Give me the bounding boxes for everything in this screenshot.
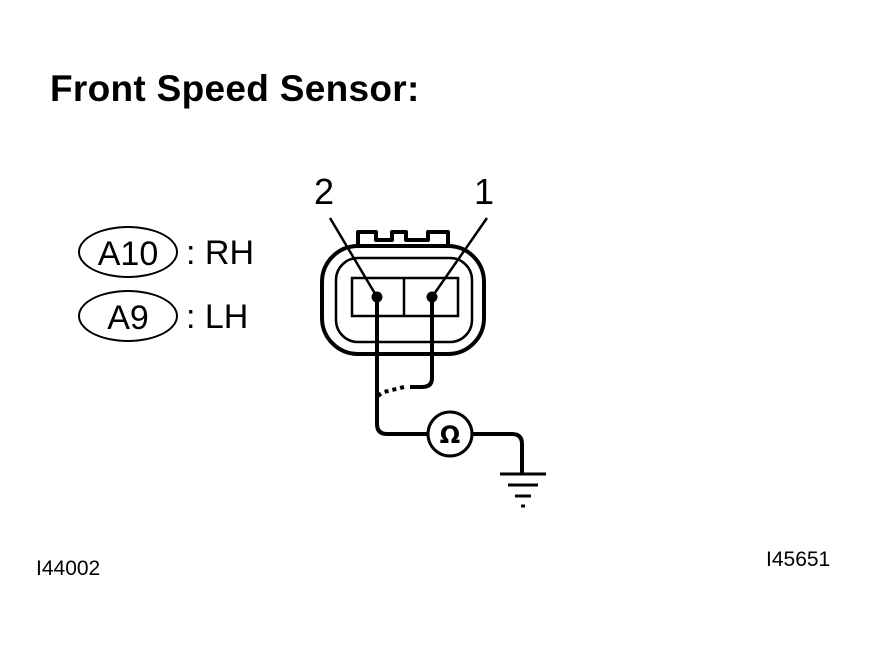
wire-terminal-2 (375, 297, 428, 436)
wire-to-ground (472, 432, 524, 474)
pin-2-pointer (328, 217, 379, 298)
figure-ref-right: I45651 (766, 548, 831, 571)
pin-label-2: 2 (314, 171, 334, 212)
connector-side-lh: : LH (186, 298, 249, 336)
pin-1-pointer (430, 217, 489, 298)
figure-ref-left: I44002 (36, 557, 101, 580)
ohm-symbol: Ω (440, 421, 460, 449)
connector-latch (356, 230, 450, 248)
connector-code-a9: A9 (78, 290, 178, 342)
connector-side-rh: : RH (186, 234, 254, 272)
connector-inner-outline (334, 256, 474, 344)
pin-label-1: 1 (474, 171, 494, 212)
ground-symbol (500, 472, 546, 508)
sensor-wiring-diagram: 2 1 Ω (314, 171, 546, 508)
wire-terminal-1 (410, 297, 434, 389)
connector-code-a10: A10 (78, 226, 178, 278)
wire-dotted-link (375, 385, 405, 401)
page-title: Front Speed Sensor: (50, 68, 420, 109)
